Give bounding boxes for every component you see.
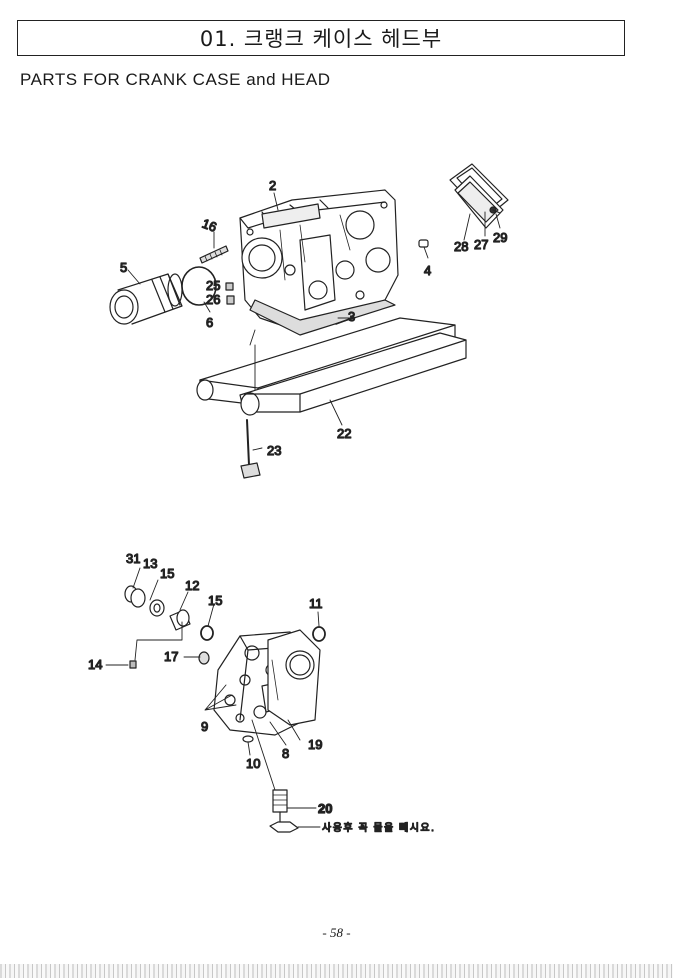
- drain-note: 사용후 꼭 물을 빼시요.: [322, 822, 435, 834]
- small-plug-parts: [225, 239, 429, 325]
- crank-case-leader-lines: [127, 192, 501, 451]
- head-gasket: [267, 629, 321, 726]
- part-label-9: 9: [201, 719, 208, 734]
- section-title: 01. 크랭크 케이스 헤드부: [199, 27, 443, 51]
- cylinder-head-leader-lines: [105, 567, 321, 828]
- part-label-12: 12: [185, 578, 199, 593]
- part-label-6: 6: [206, 315, 213, 330]
- section-title-box: 01. 크랭크 케이스 헤드부: [17, 20, 625, 56]
- part-label-31: 31: [126, 551, 140, 566]
- mount-bolt: [240, 419, 261, 479]
- part-label-15-lower: 15: [208, 593, 222, 608]
- liner-o-ring: [181, 266, 217, 306]
- part-label-23: 23: [267, 443, 281, 458]
- page-number: - 58 -: [322, 925, 351, 940]
- part-label-14: 14: [88, 657, 102, 672]
- scan-edge-strip: [0, 964, 673, 978]
- part-label-2: 2: [269, 178, 276, 193]
- part-label-5: 5: [120, 260, 127, 275]
- frame-rails: [196, 317, 467, 416]
- part-label-28: 28: [454, 239, 468, 254]
- part-label-15-upper: 15: [160, 566, 174, 581]
- part-label-29: 29: [493, 230, 507, 245]
- part-label-8: 8: [282, 746, 289, 761]
- part-label-26: 26: [206, 292, 220, 307]
- part-label-16: 16: [200, 216, 219, 235]
- part-label-3: 3: [348, 309, 355, 324]
- valve-parts: [124, 585, 326, 743]
- part-label-13: 13: [143, 556, 157, 571]
- section-subtitle: PARTS FOR CRANK CASE and HEAD: [20, 70, 331, 89]
- part-label-19: 19: [308, 737, 322, 752]
- part-label-20: 20: [318, 801, 332, 816]
- stud-bolt: [199, 245, 229, 264]
- crank-case-body: [239, 189, 399, 336]
- part-label-11: 11: [309, 596, 323, 611]
- part-label-25: 25: [206, 278, 220, 293]
- part-label-10: 10: [246, 756, 260, 771]
- cylinder-liner: [109, 273, 183, 325]
- part-label-17: 17: [164, 649, 178, 664]
- part-label-22: 22: [337, 426, 351, 441]
- drain-valve: [269, 789, 299, 833]
- part-label-27: 27: [474, 237, 488, 252]
- cover-plate-set: [449, 163, 509, 229]
- part-label-4: 4: [424, 263, 431, 278]
